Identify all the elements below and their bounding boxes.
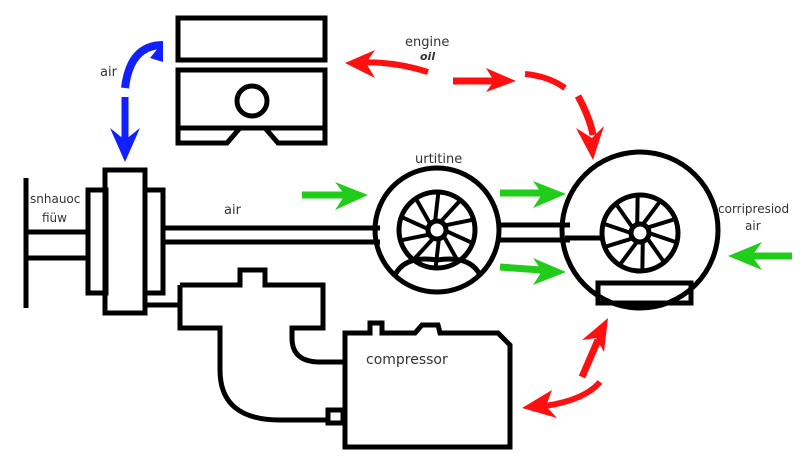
engine-oil-label-line2: oil bbox=[420, 50, 435, 63]
engine-oil-label-line1: engine bbox=[405, 35, 449, 50]
turbine: urtitine bbox=[372, 152, 570, 295]
wheel-blade bbox=[433, 238, 441, 268]
flange-right bbox=[142, 187, 166, 296]
turbine-spokes bbox=[401, 192, 473, 268]
compressor-housing: compressor bbox=[342, 320, 513, 450]
wheel-blade bbox=[444, 217, 473, 228]
compressed-air-inlet-arrow bbox=[728, 242, 792, 270]
wheel-blade bbox=[618, 240, 639, 266]
wheel-blade bbox=[414, 198, 433, 225]
engine-block bbox=[175, 15, 328, 146]
exhaust-flow-label-line2: fiüw bbox=[42, 211, 67, 225]
turbine-label: urtitine bbox=[415, 152, 462, 167]
turbine-volute bbox=[392, 256, 483, 277]
air-turbine-to-compressor-lower-arrow bbox=[499, 258, 566, 285]
engine-oil-return-arrow bbox=[345, 50, 429, 78]
wheel-blade bbox=[433, 192, 441, 222]
wheel-blade bbox=[646, 217, 675, 230]
exhaust-flow-label-line1: snhauoc bbox=[30, 192, 80, 206]
compressor-wheel-housing bbox=[559, 149, 721, 311]
manifold bbox=[23, 167, 380, 316]
wheel-blade bbox=[641, 200, 662, 226]
wheel-blade bbox=[605, 236, 634, 249]
air-shaft-label: air bbox=[224, 203, 242, 218]
wheel-blade bbox=[648, 231, 677, 245]
wheel-blade bbox=[603, 221, 632, 235]
compressor-housing-body bbox=[342, 320, 513, 450]
intake-pipe bbox=[145, 267, 346, 426]
wheel-blade bbox=[441, 235, 460, 262]
manifold-core bbox=[102, 167, 148, 316]
compressor-spokes bbox=[603, 196, 677, 270]
air-turbine-to-compressor-upper-arrow bbox=[500, 181, 566, 208]
compressor-wheel-icon bbox=[599, 192, 681, 274]
compressor-outlet bbox=[595, 280, 694, 306]
intake-pipe-body bbox=[145, 267, 345, 423]
wheel-blade bbox=[445, 229, 473, 245]
wheel-blade bbox=[614, 203, 635, 229]
turbine-housing bbox=[372, 165, 502, 295]
wheel-blade bbox=[401, 215, 429, 231]
turbine-wheel-icon bbox=[396, 189, 478, 271]
compressor-wheel: corripresiod air bbox=[559, 149, 789, 311]
intake-air-arrow bbox=[110, 41, 164, 162]
engine-body bbox=[175, 67, 328, 146]
engine-oil-forward-arrow bbox=[453, 68, 604, 160]
compressed-air-label-line2: air bbox=[745, 219, 761, 233]
compressor-feedback-arrow bbox=[522, 318, 608, 418]
engine-head bbox=[175, 15, 328, 63]
intake-pipe-port bbox=[325, 407, 346, 426]
compressor-label: compressor bbox=[366, 352, 448, 368]
wheel-blade bbox=[439, 199, 462, 224]
wheel-blade bbox=[412, 236, 435, 261]
air-top-label: air bbox=[100, 65, 118, 80]
engine-piston-icon bbox=[234, 83, 270, 119]
wheel-blade bbox=[645, 237, 666, 263]
compressed-air-label-line1: corripresiod bbox=[718, 202, 789, 216]
wheel-blade bbox=[401, 232, 430, 243]
air-into-turbine-arrow bbox=[302, 182, 368, 210]
